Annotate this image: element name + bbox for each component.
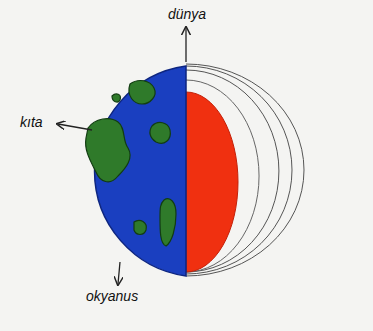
- leader-arrow: [118, 262, 120, 284]
- layer-arc: [186, 64, 304, 276]
- layer-arc: [186, 80, 259, 272]
- core: [186, 92, 238, 272]
- layer-arc: [186, 70, 279, 272]
- layer-arc: [186, 66, 292, 274]
- leader-arrow: [58, 124, 92, 130]
- continents: [86, 81, 176, 246]
- part-label: dünya: [168, 6, 206, 22]
- part-label: kıta: [20, 114, 43, 130]
- part-label: okyanus: [86, 288, 138, 304]
- leader-arrow: [185, 28, 186, 62]
